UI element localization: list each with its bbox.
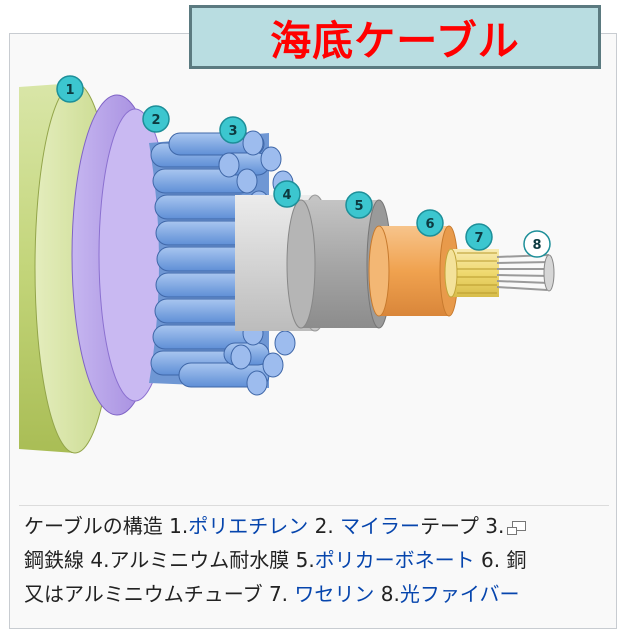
marker-label-8: 8 [532,238,541,253]
marker-label-1: 1 [65,83,74,98]
number-marker-5: 5 [345,191,373,219]
marker-label-2: 2 [151,113,160,128]
number-marker-4: 4 [273,180,301,208]
marker-label-5: 5 [354,199,363,214]
figure-caption: ケーブルの構造 1.ポリエチレン 2. マイラーテープ 3. 鋼鉄線 4.アルミ… [24,509,614,611]
marker-label-3: 3 [228,124,237,139]
title-box: 海底ケーブル [189,5,601,69]
number-marker-2: 2 [142,105,170,133]
caption-part-2: 2. [308,514,341,538]
marker-label-7: 7 [474,231,483,246]
caption-part-7: 又はアルミニウムチューブ 7. [24,582,295,606]
link-mylar[interactable]: マイラー [340,514,421,538]
number-marker-8: 8 [523,230,551,258]
caption-part-3: テープ 3. [420,514,505,538]
caption-lead: ケーブルの構造 [24,514,170,538]
number-marker-7: 7 [465,223,493,251]
link-polycarbonate[interactable]: ポリカーボネート [314,548,475,572]
cable-diagram: 1 2 3 4 5 6 7 8 [19,75,555,454]
caption-part-1: 1. [169,514,189,538]
marker-label-6: 6 [425,217,434,232]
link-petroleum-jelly[interactable]: ワセリン [294,582,375,606]
layer-optical-fibres [496,254,555,292]
caption-part-6: 6. 銅 [474,548,527,572]
layer-petroleum-jelly [444,248,499,298]
caption-divider [19,505,609,506]
number-marker-3: 3 [219,116,247,144]
enlarge-icon[interactable] [506,520,527,535]
link-optical-fibre[interactable]: 光ファイバー [399,582,520,606]
caption-part-8: 8. [374,582,400,606]
number-marker-6: 6 [416,209,444,237]
number-marker-1: 1 [56,75,84,103]
link-polyethylene[interactable]: ポリエチレン [188,514,309,538]
caption-part-4: 鋼鉄線 4.アルミニウム耐水膜 5. [24,548,315,572]
title: 海底ケーブル [270,17,520,65]
marker-label-4: 4 [282,188,291,203]
